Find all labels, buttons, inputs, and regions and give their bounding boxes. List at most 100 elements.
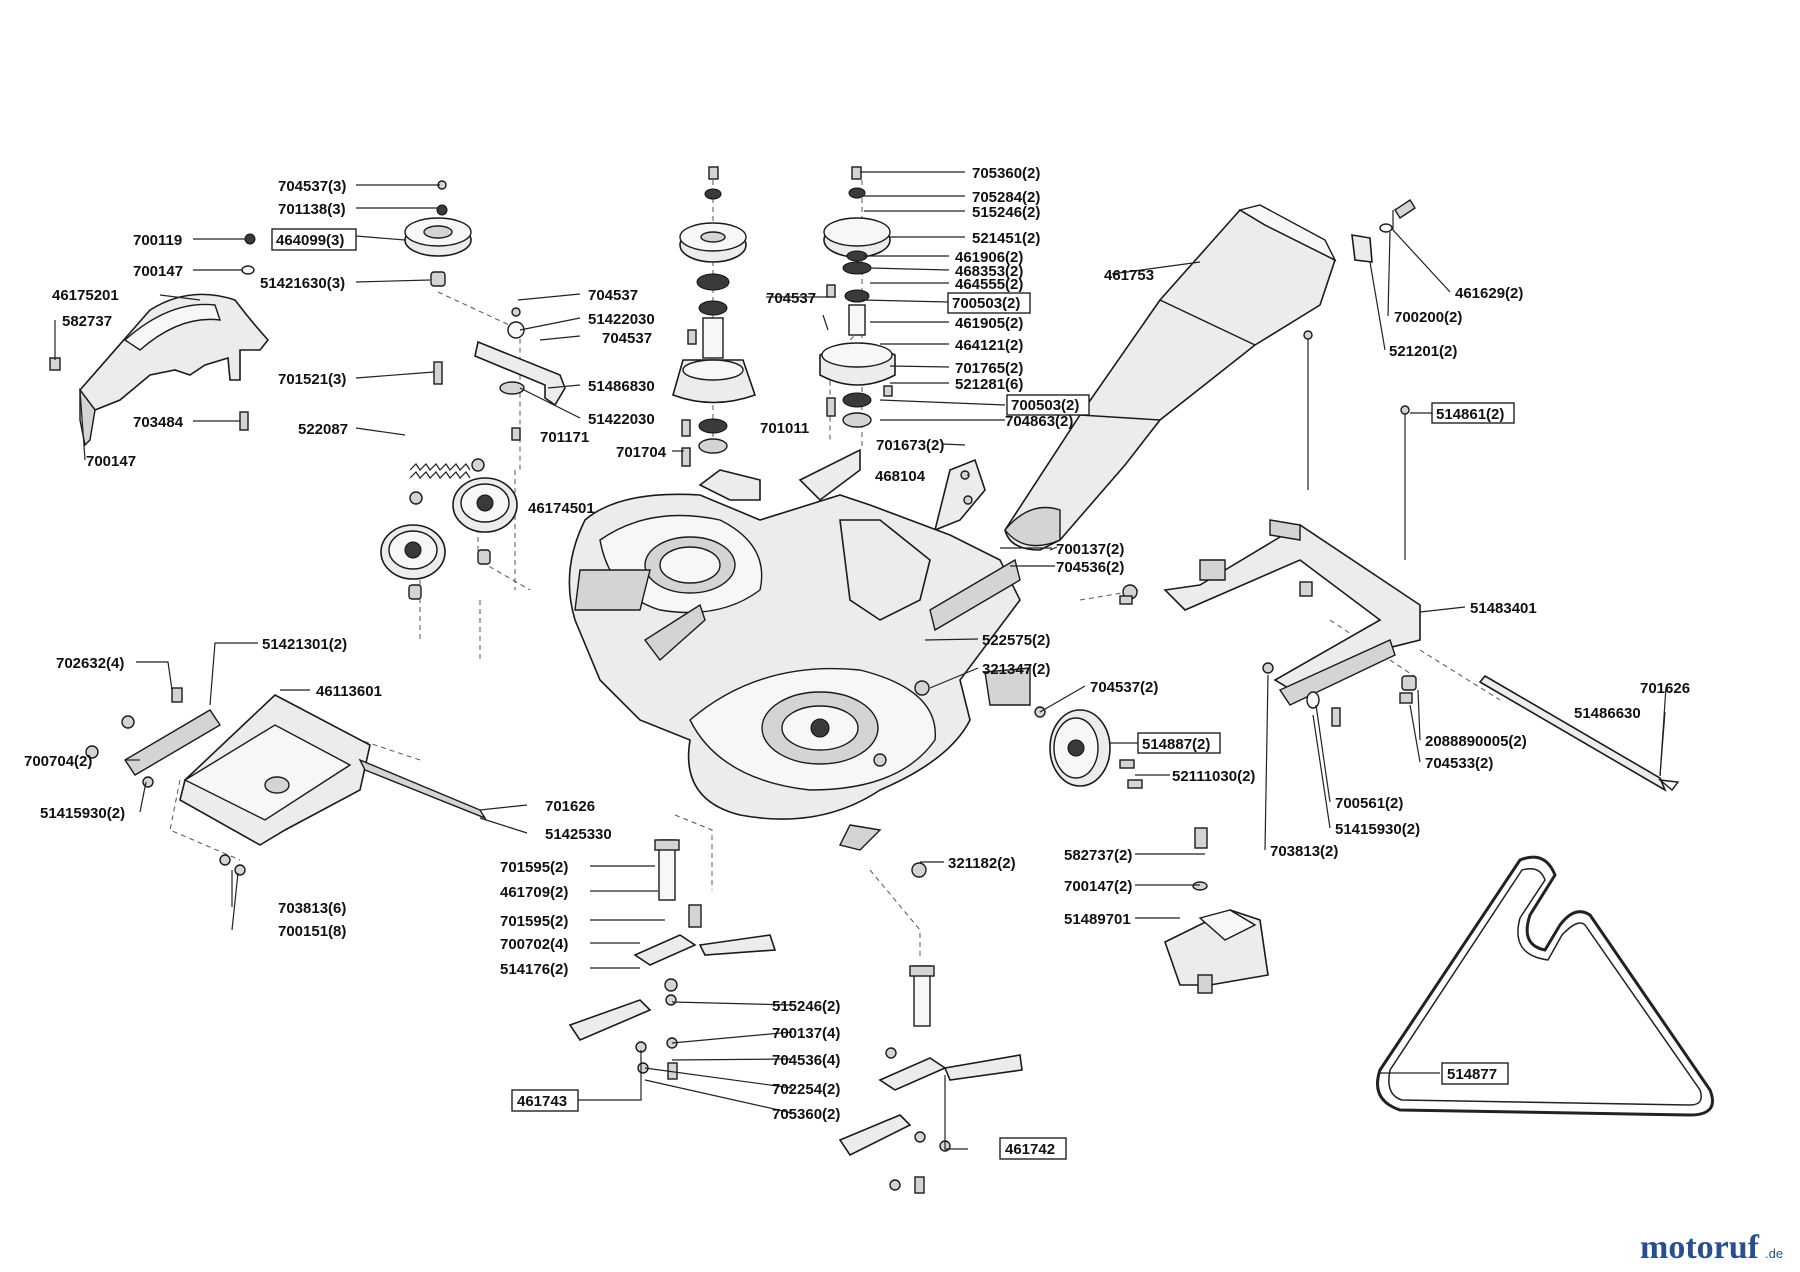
motoruf-logo: motoruf .de	[1640, 1229, 1783, 1266]
label-box-514861-2	[1431, 402, 1515, 424]
discharge-chute	[933, 204, 1337, 551]
label-704536-2: 704536(2)	[1056, 559, 1124, 576]
label-700137-2: 700137(2)	[1056, 541, 1124, 558]
label-515246-2: 515246(2)	[972, 204, 1040, 221]
label-700147-b: 700147	[86, 453, 136, 470]
label-514861-2: 514861(2)	[1436, 406, 1504, 423]
label-701765-2: 701765(2)	[955, 360, 1023, 377]
label-701138-3: 701138(3)	[278, 201, 346, 218]
label-702632-4: 702632(4)	[56, 655, 124, 672]
label-46175201: 46175201	[52, 287, 119, 304]
label-701595-2-b: 701595(2)	[500, 913, 568, 930]
label-461906-2: 461906(2)	[955, 249, 1023, 266]
label-468353-2: 468353(2)	[955, 263, 1023, 280]
label-321182-2: 321182(2)	[948, 855, 1016, 872]
label-468104: 468104	[875, 468, 926, 485]
label-704863-2: 704863(2)	[1005, 413, 1073, 430]
leader-lines	[54, 171, 1667, 1150]
label-51415930-2-b: 51415930(2)	[40, 805, 125, 822]
label-704537-a: 704537	[588, 287, 638, 304]
label-46113601: 46113601	[316, 683, 382, 700]
lift-frame-right	[1119, 519, 1421, 727]
label-704536-4: 704536(4)	[772, 1052, 840, 1069]
label-2088890005-2: 2088890005(2)	[1425, 733, 1527, 750]
label-701521-3: 701521(3)	[278, 371, 346, 388]
deck-wheel	[1034, 706, 1143, 789]
label-514877: 514877	[1447, 1066, 1497, 1083]
label-464121-2: 464121(2)	[955, 337, 1023, 354]
label-700561-2: 700561(2)	[1335, 795, 1403, 812]
label-700151-8: 700151(8)	[278, 923, 346, 940]
label-704537-2: 704537(2)	[1090, 679, 1158, 696]
mower-deck	[568, 448, 1031, 851]
label-704537-b: 704537	[602, 330, 652, 347]
label-464099-3: 464099(3)	[276, 232, 344, 249]
label-box-461742	[999, 1137, 1067, 1160]
label-701673-2: 701673(2)	[876, 437, 944, 454]
label-51422030-a: 51422030	[588, 311, 655, 328]
label-701704: 701704	[616, 444, 667, 461]
label-box-700503-2-b	[1006, 394, 1090, 416]
part-number-labels: 704537(3) 701138(3) 700119 464099(3) 700…	[24, 165, 1690, 1160]
label-321347-2: 321347(2)	[982, 661, 1050, 678]
label-700119: 700119	[133, 232, 182, 249]
label-box-514877	[1441, 1062, 1509, 1085]
label-700702-4: 700702(4)	[500, 936, 568, 953]
label-521201-2: 521201(2)	[1389, 343, 1457, 360]
label-700704-2: 700704(2)	[24, 753, 92, 770]
label-522087: 522087	[298, 421, 348, 438]
pulley-cover-left	[78, 293, 270, 447]
label-514176-2: 514176(2)	[500, 961, 568, 978]
blade-spindle-left	[568, 839, 777, 1080]
label-52111030-2: 52111030(2)	[1172, 768, 1255, 785]
label-51425330: 51425330	[545, 826, 612, 843]
rear-rod	[1478, 674, 1680, 792]
chute-hardware	[1303, 199, 1416, 560]
label-51422030-b: 51422030	[588, 411, 655, 428]
label-704537-c: 704537	[766, 290, 816, 307]
label-700503-2-a: 700503(2)	[952, 295, 1020, 312]
label-705284-2: 705284(2)	[972, 189, 1040, 206]
label-box-461743	[511, 1089, 579, 1112]
label-514887-2: 514887(2)	[1142, 736, 1210, 753]
label-461753: 461753	[1104, 267, 1154, 284]
label-box-514887-2	[1137, 732, 1221, 754]
label-461709-2: 461709(2)	[500, 884, 568, 901]
belt-cover-right	[1164, 827, 1269, 994]
label-701595-2-a: 701595(2)	[500, 859, 568, 876]
label-box-464099-3	[271, 228, 357, 251]
label-705360-2-b: 705360(2)	[772, 1106, 840, 1123]
label-703813-6: 703813(6)	[278, 900, 346, 917]
label-521451-2: 521451(2)	[972, 230, 1040, 247]
label-51415930-2-a: 51415930(2)	[1335, 821, 1420, 838]
label-701171: 701171	[540, 429, 589, 446]
label-700147: 700147	[133, 263, 183, 280]
logo-suffix: .de	[1765, 1246, 1783, 1261]
front-bracket-left	[85, 687, 487, 876]
label-700137-4: 700137(4)	[772, 1025, 840, 1042]
label-701626-a: 701626	[1640, 680, 1690, 697]
idler-bracket	[474, 307, 566, 441]
label-464555-2: 464555(2)	[955, 276, 1023, 293]
label-700147-2: 700147(2)	[1064, 878, 1132, 895]
label-51421301-2: 51421301(2)	[262, 636, 347, 653]
spindle-assembly-center	[672, 166, 757, 467]
label-705360-2: 705360(2)	[972, 165, 1040, 182]
label-515246-2-b: 515246(2)	[772, 998, 840, 1015]
label-51489701: 51489701	[1064, 911, 1131, 928]
label-461742: 461742	[1005, 1141, 1055, 1158]
label-521281-6: 521281(6)	[955, 376, 1023, 393]
label-51483401: 51483401	[1470, 600, 1537, 617]
label-701626-b: 701626	[545, 798, 595, 815]
label-51486630: 51486630	[1574, 705, 1641, 722]
label-461629-2: 461629(2)	[1455, 285, 1523, 302]
label-703813-2: 703813(2)	[1270, 843, 1338, 860]
label-582737: 582737	[62, 313, 112, 330]
label-582737-2: 582737(2)	[1064, 847, 1132, 864]
label-703484: 703484	[133, 414, 184, 431]
label-700200-2: 700200(2)	[1394, 309, 1462, 326]
label-702254-2: 702254(2)	[772, 1081, 840, 1098]
label-522575-2: 522575(2)	[982, 632, 1050, 649]
